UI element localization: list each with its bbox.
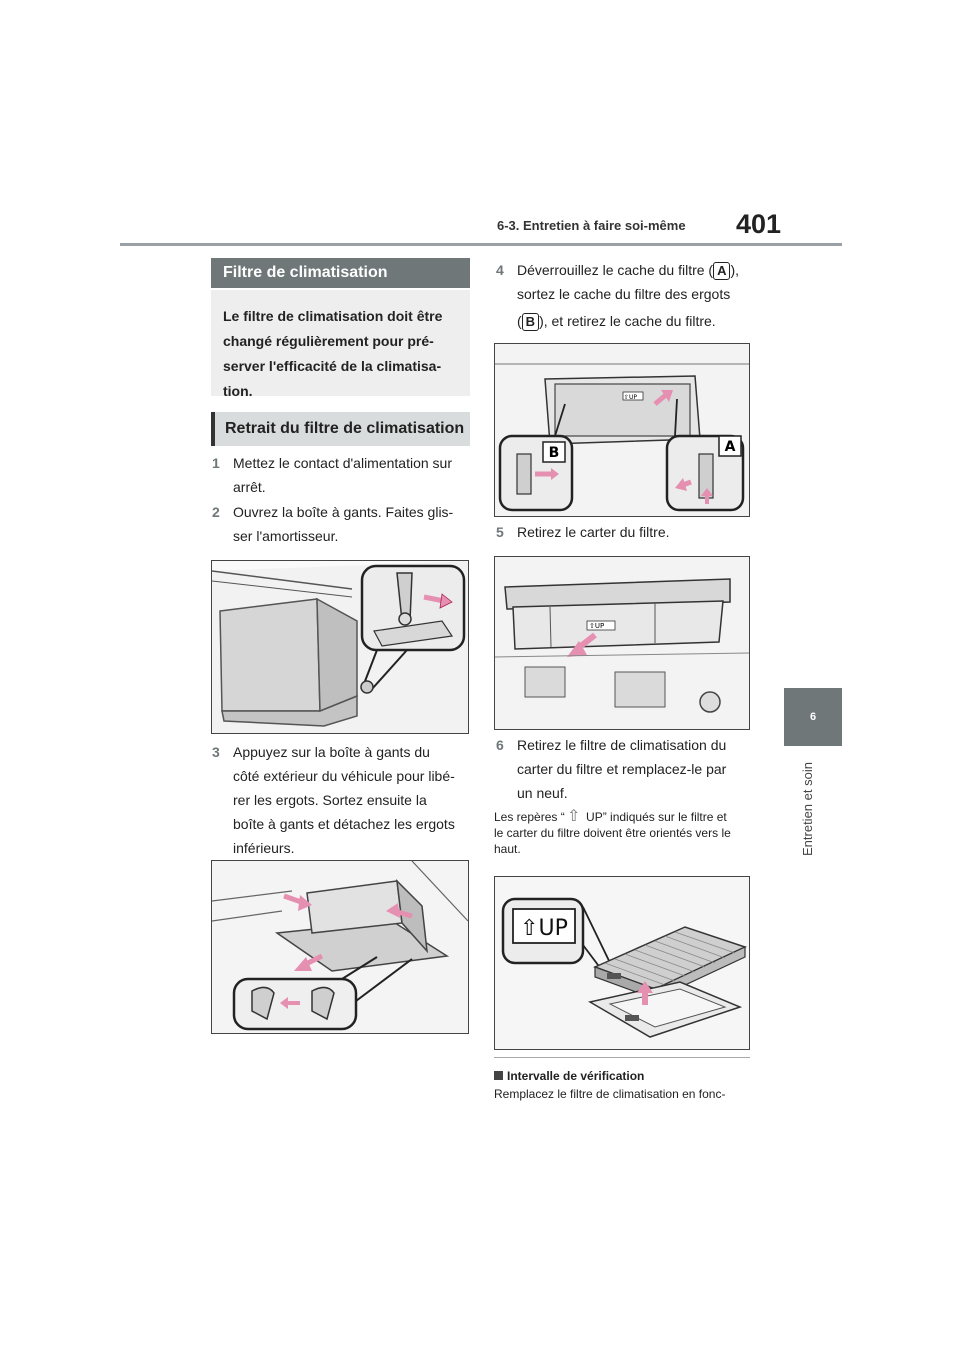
step-1: 1 Mettez le contact d'alimentation sur a… bbox=[212, 451, 472, 499]
intro-box: Le filtre de climatisation doit être cha… bbox=[211, 290, 470, 399]
chapter-tab[interactable]: 6 bbox=[784, 688, 842, 746]
subsection-title: Intervalle de vérification bbox=[494, 1069, 644, 1083]
intro-line: Le filtre de climatisation doit être bbox=[223, 308, 443, 324]
figure-new-filter: ⇧UP bbox=[494, 876, 750, 1050]
section-title: 6-3. Entretien à faire soi-même bbox=[497, 218, 686, 233]
up-arrow-icon: ⇧ bbox=[567, 808, 581, 825]
step-number: 2 bbox=[212, 504, 220, 520]
square-bullet-icon bbox=[494, 1071, 503, 1080]
step-text: inférieurs. bbox=[233, 840, 295, 856]
up-mark-case: ⇧UP bbox=[589, 622, 604, 630]
page-number: 401 bbox=[736, 209, 782, 239]
step-text: ), bbox=[730, 262, 740, 278]
heading-filter-text: Filtre de climatisation bbox=[223, 264, 388, 281]
step-text: Retirez le carter du filtre. bbox=[517, 524, 670, 540]
step-text: Mettez le contact d'alimentation sur bbox=[233, 455, 453, 471]
note-text: Les repères “ bbox=[494, 810, 565, 824]
note-text: haut. bbox=[494, 842, 521, 856]
step-text: côté extérieur du véhicule pour libé- bbox=[233, 768, 455, 784]
step-text: un neuf. bbox=[517, 785, 568, 801]
step-text: ser l'amortisseur. bbox=[233, 528, 339, 544]
step-3: 3 Appuyez sur la boîte à gants du côté e… bbox=[212, 740, 474, 860]
up-mark-large: ⇧UP bbox=[520, 916, 568, 941]
step-text: arrêt. bbox=[233, 479, 266, 495]
step-number: 6 bbox=[496, 737, 504, 753]
figure-filter-cover: ⇧UP B A bbox=[494, 343, 750, 517]
step-2: 2 Ouvrez la boîte à gants. Faites glis- … bbox=[212, 500, 472, 548]
step-text: Déverrouillez le cache du filtre ( bbox=[517, 262, 714, 278]
chapter-label-text: Entretien et soin bbox=[800, 762, 815, 856]
heading-filter: Filtre de climatisation bbox=[211, 258, 470, 288]
step-number: 4 bbox=[496, 262, 504, 278]
heading-removal: Retrait du filtre de climatisation bbox=[211, 412, 470, 446]
subsection-text: Remplacez le filtre de climatisation en … bbox=[494, 1087, 726, 1101]
step-text: carter du filtre et remplacez-le par bbox=[517, 761, 727, 777]
step-text: rer les ergots. Sortez ensuite la bbox=[233, 792, 427, 808]
step-text: ), et retirez le cache du filtre. bbox=[539, 313, 716, 329]
up-mark-small: ⇧UP bbox=[624, 394, 637, 401]
step-text: Ouvrez la boîte à gants. Faites glis- bbox=[233, 504, 454, 520]
callout-a-label: A bbox=[725, 439, 736, 455]
step-number: 5 bbox=[496, 524, 504, 540]
intro-line: tion. bbox=[223, 383, 253, 399]
figure-glovebox-removal bbox=[211, 860, 469, 1034]
step-4: 4 Déverrouillez le cache du filtre (A ), … bbox=[496, 258, 766, 333]
step-text: Appuyez sur la boîte à gants du bbox=[233, 744, 430, 760]
separator bbox=[494, 1057, 750, 1058]
intro-line: changé régulièrement pour pré- bbox=[223, 333, 434, 349]
note-text: UP” indiqués sur le filtre et bbox=[582, 810, 727, 824]
step-text: boîte à gants et détachez les ergots bbox=[233, 816, 455, 832]
step-number: 3 bbox=[212, 744, 220, 760]
step-number: 1 bbox=[212, 455, 220, 471]
subsection-title-text: Intervalle de vérification bbox=[507, 1069, 645, 1083]
intro-line: server l'efficacité de la climatisa- bbox=[223, 358, 442, 374]
note-text: le carter du filtre doivent être orienté… bbox=[494, 826, 731, 840]
step-text: ( bbox=[517, 313, 522, 329]
header-rule bbox=[120, 243, 842, 246]
figure-filter-case: ⇧UP bbox=[494, 556, 750, 730]
chapter-label: Entretien et soin bbox=[786, 760, 815, 870]
callout-b-badge: B bbox=[521, 313, 540, 331]
heading-removal-text: Retrait du filtre de climatisation bbox=[225, 420, 465, 437]
callout-a-badge: A bbox=[713, 262, 731, 280]
up-marks-note: Les repères “⇧ UP” indiqués sur le filtr… bbox=[494, 809, 756, 857]
step-text: sortez le cache du filtre des ergots bbox=[517, 286, 731, 302]
step-5: 5 Retirez le carter du filtre. bbox=[496, 520, 766, 544]
figure-glovebox-damper bbox=[211, 560, 469, 734]
chapter-number: 6 bbox=[809, 711, 817, 723]
callout-b-label: B bbox=[549, 445, 560, 461]
step-6: 6 Retirez le filtre de climatisation du … bbox=[496, 733, 766, 805]
step-text: Retirez le filtre de climatisation du bbox=[517, 737, 727, 753]
